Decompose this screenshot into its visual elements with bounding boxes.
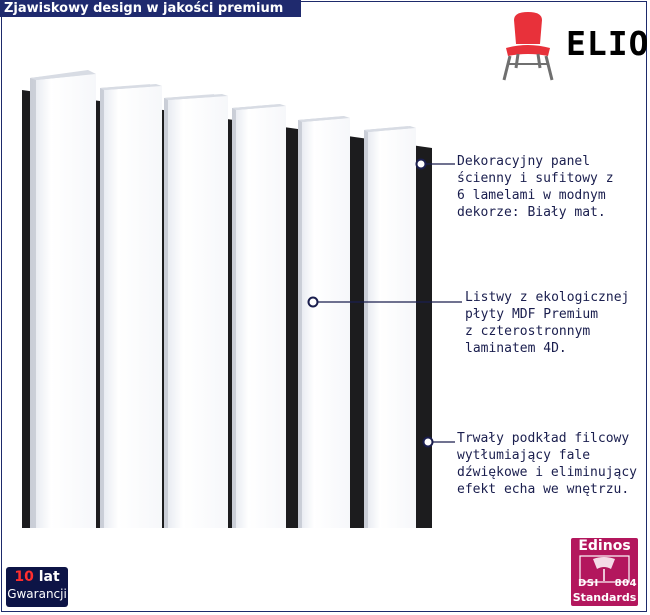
slat-2 bbox=[100, 84, 162, 528]
certificate-badge: Edinos DSI 804 Standards bbox=[571, 538, 638, 606]
callout-felt-backing: Trwały podkład filcowy wytłumiający fale… bbox=[457, 431, 638, 497]
callout-panel-description: Dekoracyjny panel ścienny i sufitowy z 6… bbox=[457, 154, 614, 220]
page-title: Zjawiskowy design w jakości premium bbox=[0, 0, 301, 17]
certificate-code-left: DSI bbox=[578, 578, 599, 589]
certificate-label: Standards bbox=[572, 591, 637, 604]
certificate-emblem-icon bbox=[579, 555, 630, 583]
slats bbox=[30, 70, 416, 528]
warranty-years-line: 10 lat bbox=[6, 569, 68, 585]
certificate-code: DSI 804 bbox=[578, 578, 637, 589]
slat-6 bbox=[364, 126, 416, 528]
certificate-name: Edinos bbox=[578, 538, 631, 554]
slat-4 bbox=[232, 104, 286, 528]
slat-1 bbox=[30, 70, 96, 528]
chair-icon bbox=[502, 12, 554, 81]
warranty-unit: lat bbox=[38, 569, 60, 585]
certificate-code-right: 804 bbox=[614, 578, 638, 589]
acoustic-panel-illustration bbox=[22, 70, 432, 528]
slat-5 bbox=[298, 116, 350, 528]
brand-logo bbox=[502, 12, 554, 81]
warranty-label: Gwarancji bbox=[7, 587, 67, 601]
brand-name: ELIOR bbox=[566, 24, 650, 63]
warranty-badge: 10 lat Gwarancji bbox=[6, 567, 68, 607]
warranty-years: 10 bbox=[14, 569, 34, 585]
slat-3 bbox=[164, 94, 228, 528]
callout-slat-material: Listwy z ekologicznej płyty MDF Premium … bbox=[465, 290, 630, 356]
